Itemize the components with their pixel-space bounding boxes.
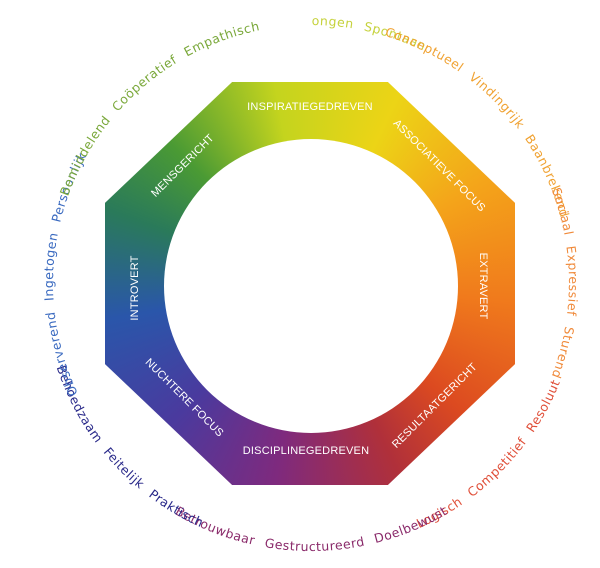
traits-top-right: Conceptueel Vindingrijk Baanbrekend [384,24,573,219]
segment-labels: INSPIRATIEGEDREVEN ASSOCIATIEVE FOCUS EX… [129,101,489,457]
segment-label-inspiratiegedreven: INSPIRATIEGEDREVEN [247,101,373,113]
segment-label-introvert: INTROVERT [129,255,141,320]
segment-label-extravert: EXTRAVERT [477,253,489,320]
segment-label-mensgericht: MENSGERICHT [149,132,217,200]
segment-label-resultaatgericht: RESULTAATGERICHT [390,361,480,451]
segment-label-associatieve-focus: ASSOCIATIEVE FOCUS [391,117,488,214]
segment-label-disciplinegedreven: DISCIPLINEGEDREVEN [243,445,369,457]
traits-right: Sociaal Expressief Sturend [549,185,581,380]
traits-top-left: Bemiddelend Coöperatief Empathisch [57,18,261,197]
center-circle [164,139,458,433]
trait-labels: Flexibel Ongedwongen Spontaan Conceptuee… [0,0,581,554]
traits-bottom: Betrouwbaar Gestructureerd Doelbewust [173,503,450,554]
segment-label-nuchtere-focus: NUCHTERE FOCUS [143,356,226,439]
